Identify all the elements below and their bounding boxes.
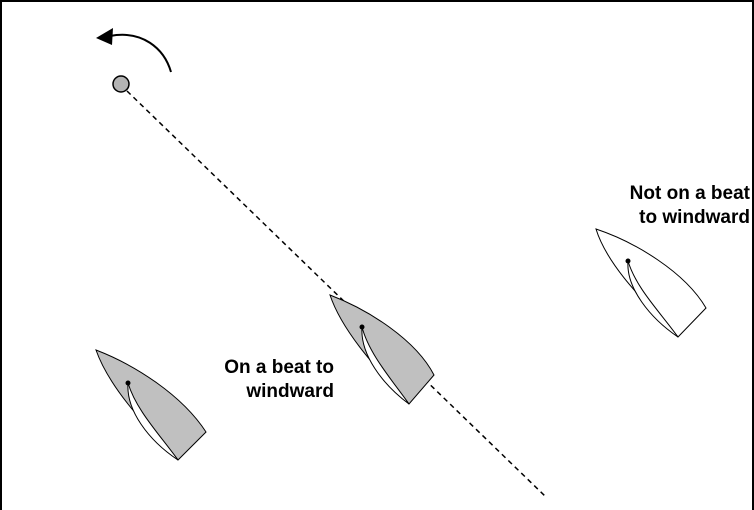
label-on-beat: On a beat to windward — [180, 356, 334, 404]
curved-arrow-icon — [96, 28, 172, 73]
mark-buoy-icon — [112, 75, 130, 93]
label-not-on-beat: Not on a beat to windward — [560, 182, 750, 230]
label-on-beat-line1: On a beat to — [224, 357, 334, 378]
label-not-on-beat-line1: Not on a beat — [629, 183, 750, 204]
dashed-course-line — [126, 90, 547, 498]
boat-center — [329, 294, 435, 405]
label-on-beat-line2: windward — [246, 381, 334, 402]
boat-right — [595, 228, 707, 338]
label-not-on-beat-line2: to windward — [639, 207, 750, 228]
boat-left — [95, 349, 207, 461]
